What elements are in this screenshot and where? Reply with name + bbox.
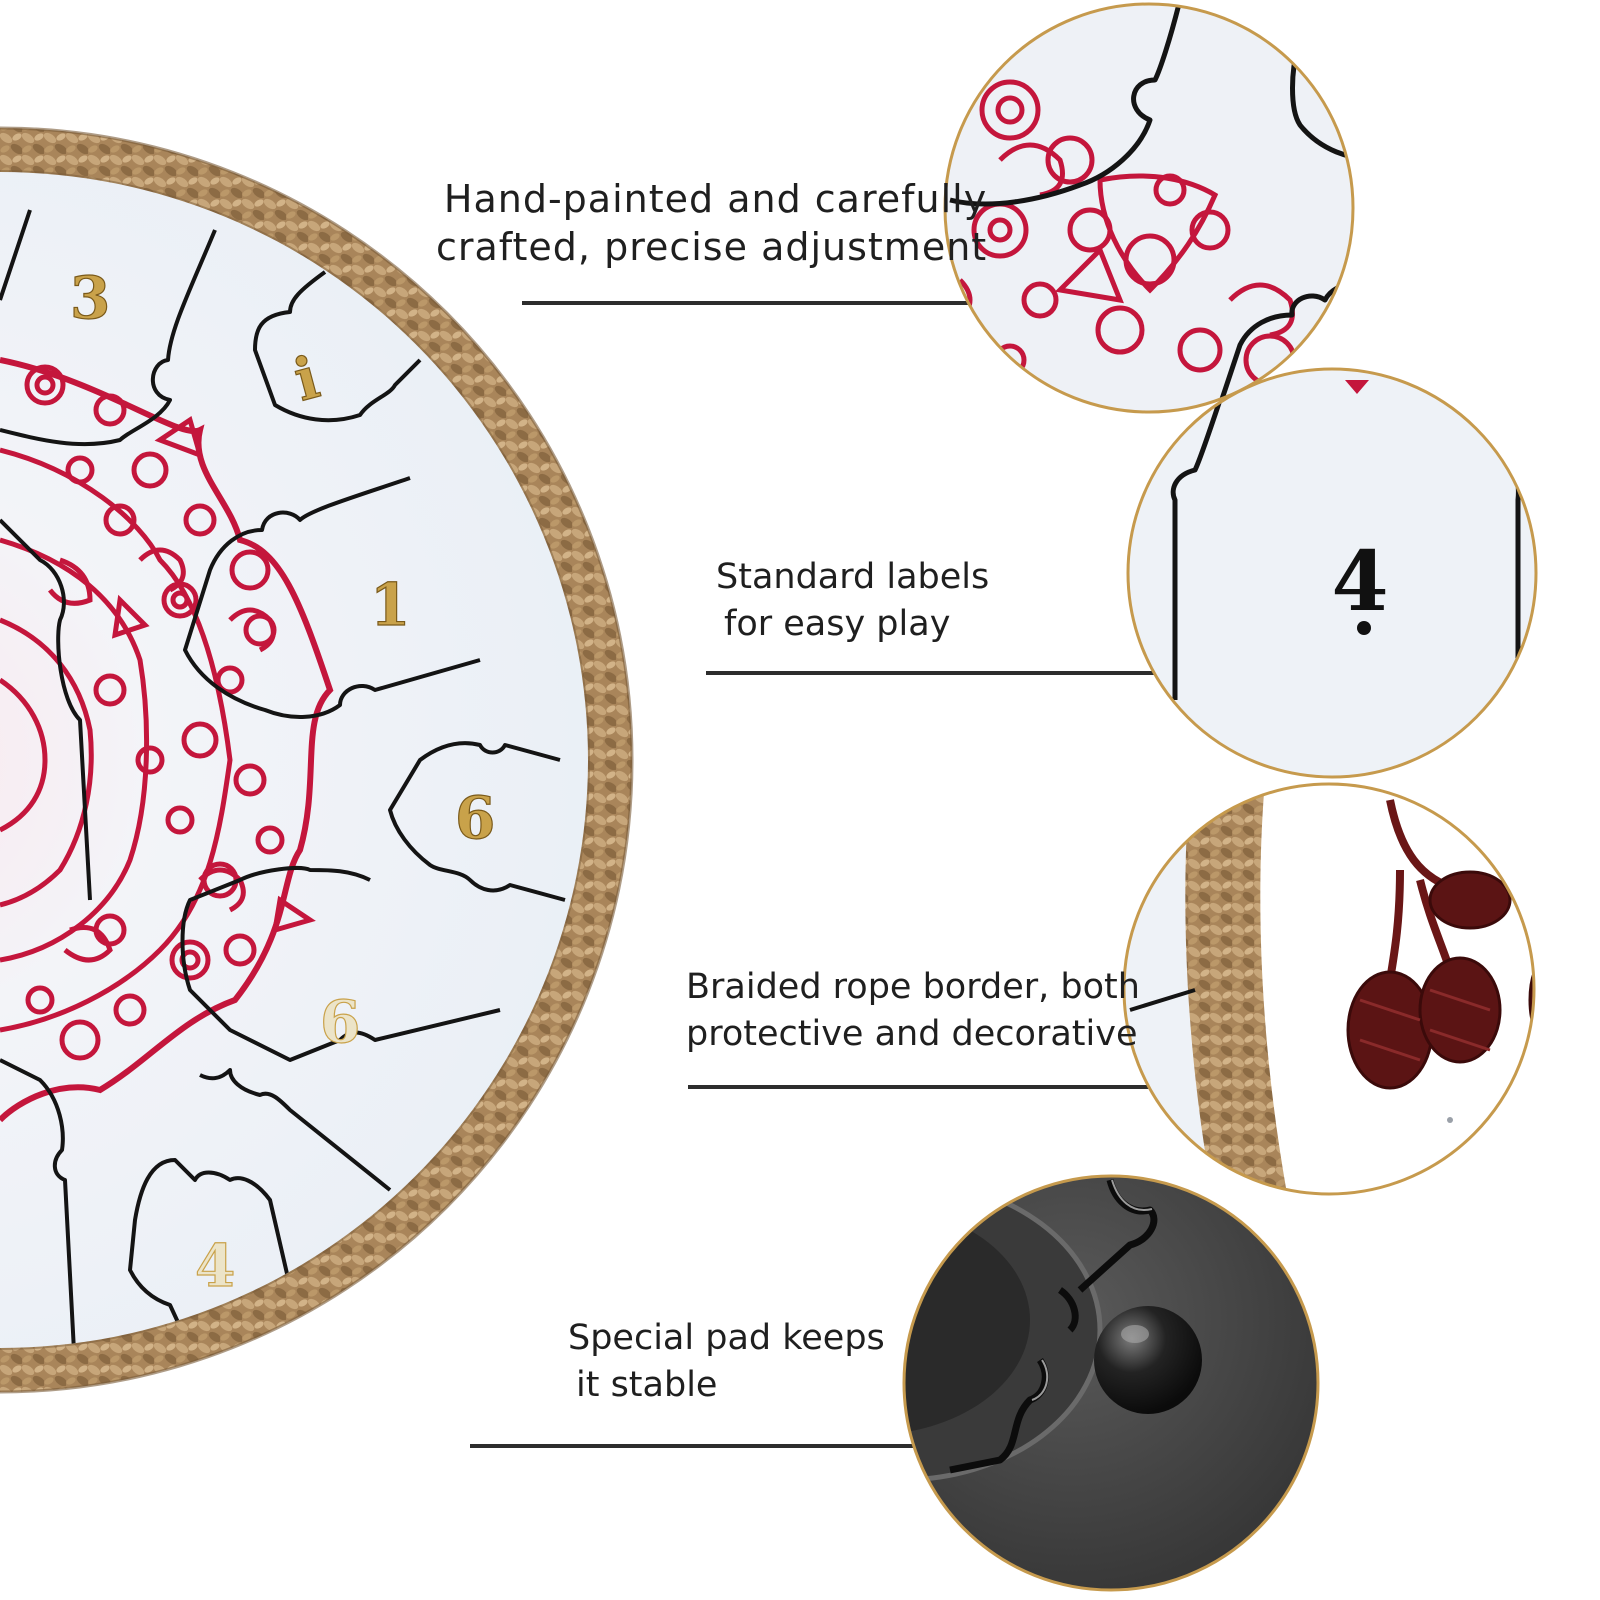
caption-line: Braided rope border, both	[686, 967, 1140, 1007]
caption-hand-painted: Hand-painted and carefully crafted, prec…	[428, 176, 987, 271]
tassels	[1346, 797, 1533, 1090]
tongue-drum: 3 i 1 6 6 4	[0, 126, 634, 1394]
caption-line: Special pad keeps	[568, 1318, 885, 1358]
tongue-outlines	[0, 209, 566, 1348]
detail-special-pad	[902, 1174, 1320, 1592]
note-label: 6	[320, 988, 360, 1056]
callout-lines	[470, 301, 1170, 1448]
caption-line: protective and decorative	[686, 1014, 1138, 1055]
detail-label-text: 4	[1331, 534, 1388, 630]
detail-braided-rope	[1122, 782, 1536, 1196]
caption-line: for easy play	[724, 604, 951, 645]
mandala-pattern	[0, 357, 334, 1123]
rubber-pad-foot	[1094, 1306, 1202, 1414]
caption-line: crafted, precise adjustment	[436, 224, 988, 269]
caption-line: it stable	[576, 1365, 718, 1406]
detail-standard-labels: 4	[1126, 367, 1538, 779]
note-label: 1	[370, 571, 410, 639]
note-label: 3	[70, 264, 110, 332]
caption-standard-labels: Standard labels for easy play	[716, 554, 989, 649]
caption-braided-rope: Braided rope border, both protective and…	[686, 964, 1140, 1059]
caption-special-pad: Special pad keeps it stable	[568, 1315, 885, 1410]
note-label: 4	[195, 1232, 235, 1300]
detail-hand-painted	[943, 2, 1355, 414]
note-label: 6	[455, 784, 495, 852]
caption-line: Hand-painted and carefully	[443, 177, 988, 221]
caption-line: Standard labels	[716, 557, 990, 597]
